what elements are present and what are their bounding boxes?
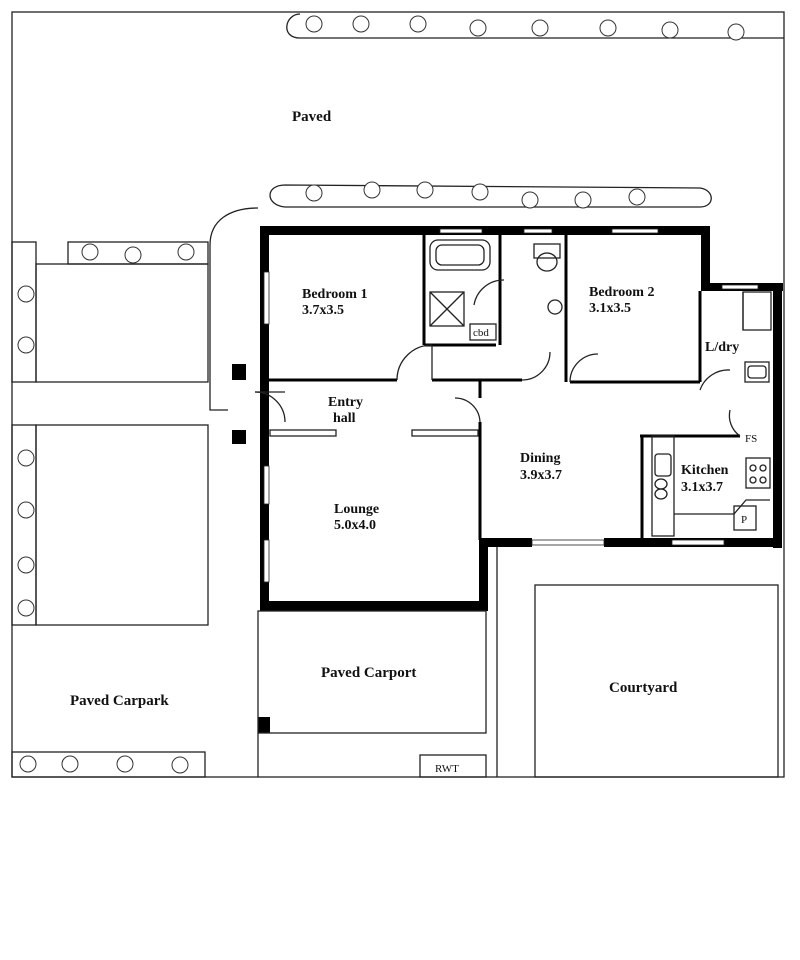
- path-edge: [209, 207, 259, 411]
- label-entry-line1: Entry: [328, 395, 363, 410]
- label-bedroom2-size: 3.1x3.5: [589, 301, 631, 316]
- kitchen-fixtures: [651, 435, 771, 537]
- left-blank-area-1: [35, 263, 209, 383]
- windows: [263, 228, 759, 583]
- courtyard: [534, 584, 779, 778]
- label-bedroom1-size: 3.7x3.5: [302, 303, 344, 318]
- bathroom-fixtures: [429, 239, 563, 341]
- entry-bar-right: [411, 429, 479, 437]
- left-blank-area-2: [35, 424, 209, 626]
- label-bedroom1-name: Bedroom 1: [302, 287, 367, 302]
- label-courtyard: Courtyard: [609, 680, 678, 696]
- site-boundary: [11, 11, 785, 778]
- bottom-left-planter: [11, 751, 206, 778]
- label-dining-size: 3.9x3.7: [520, 468, 562, 483]
- entry-bar-left: [269, 429, 337, 437]
- label-bedroom2-name: Bedroom 2: [589, 285, 654, 300]
- label-dining-name: Dining: [520, 451, 560, 466]
- label-ldry: L/dry: [705, 340, 739, 355]
- label-lounge-name: Lounge: [334, 502, 379, 517]
- label-paved-carport: Paved Carport: [321, 665, 416, 681]
- label-rwt: RWT: [435, 763, 459, 775]
- label-cbd: cbd: [473, 327, 489, 339]
- label-paved: Paved: [292, 109, 332, 125]
- tree-icons: [17, 15, 745, 774]
- label-entry-line2: hall: [333, 411, 356, 426]
- carport: [257, 610, 487, 734]
- top-planter: [286, 13, 784, 39]
- label-kitchen-size: 3.1x3.7: [681, 480, 723, 495]
- label-fs: FS: [745, 433, 757, 445]
- label-paved-carpark: Paved Carpark: [70, 693, 169, 709]
- label-p: P: [741, 514, 747, 526]
- left-planter-side-1: [11, 241, 37, 383]
- laundry-fixtures: [742, 291, 772, 383]
- middle-planter: [269, 184, 712, 208]
- label-lounge-size: 5.0x4.0: [334, 518, 376, 533]
- label-kitchen-name: Kitchen: [681, 463, 729, 478]
- rwt-tank: [419, 754, 487, 778]
- interior-walls: [269, 235, 740, 540]
- doors: [254, 279, 741, 437]
